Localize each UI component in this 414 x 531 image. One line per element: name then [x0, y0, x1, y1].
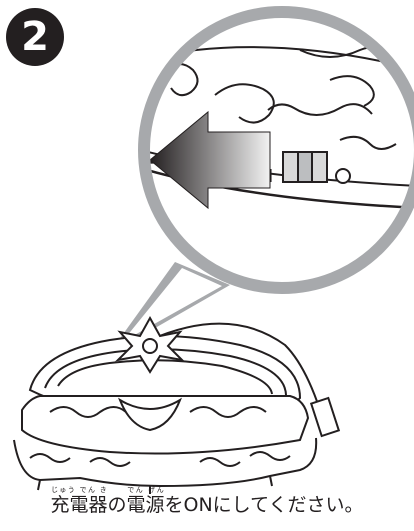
indicator-light-icon [336, 169, 350, 183]
charger-illustration [14, 318, 339, 494]
usb-plug-icon [311, 398, 339, 436]
ruby-power: 電源でん げん [126, 494, 164, 516]
instruction-tail: をONにしてください。 [165, 494, 364, 516]
instruction-text: 充電器じゅう でん きの電源でん げんをONにしてください。 [0, 486, 414, 517]
instruction-caption: 充電器じゅう でん きの電源でん げんをONにしてください。 [0, 486, 414, 517]
particle-no: の [107, 494, 126, 516]
ruby-charger: 充電器じゅう でん き [50, 494, 107, 516]
magnified-callout: I [140, 12, 414, 288]
